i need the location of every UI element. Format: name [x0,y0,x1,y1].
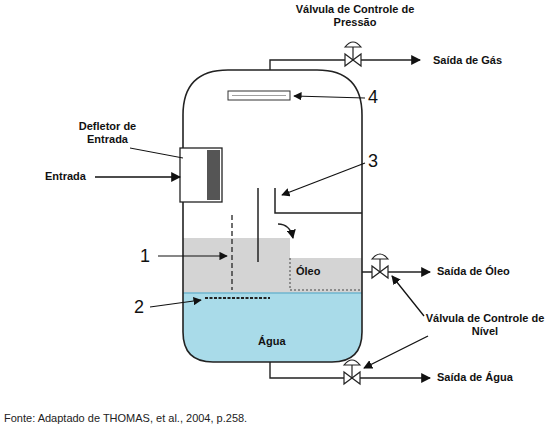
water-layer [183,293,362,363]
callout-number: 2 [134,297,144,317]
vessel-shell [183,70,362,362]
outlet-label: Saída de Água [437,371,513,384]
phase-label: Água [258,335,286,348]
water-level-valve [344,360,360,384]
phase-label: Óleo [296,265,320,278]
outlet-label: Saída de Gás [433,54,502,67]
oil-level-valve [372,254,388,278]
outlet-label: Saída de Óleo [437,265,510,278]
pressure-valve [345,42,361,66]
mist-extractor [228,91,290,100]
source-caption: Fonte: Adaptado de THOMAS, et al., 2004,… [4,412,247,425]
downcomer [257,188,259,262]
water-spreader [205,297,270,299]
inlet-label: Entrada [45,170,86,183]
valve-label: Válvula de Controle de Nível [424,312,546,338]
valve-label: Válvula de Controle de Pressão [290,3,420,29]
weir-plate [231,215,232,290]
callout-number: 3 [368,151,378,171]
deflector-plate [207,150,220,200]
callout-number: 1 [140,246,150,266]
part-label: Defletor de Entrada [60,120,155,146]
oil-layer [183,238,290,293]
inlet-deflector [180,148,222,202]
oil-chamber [290,258,362,293]
callout-number: 4 [368,87,378,107]
